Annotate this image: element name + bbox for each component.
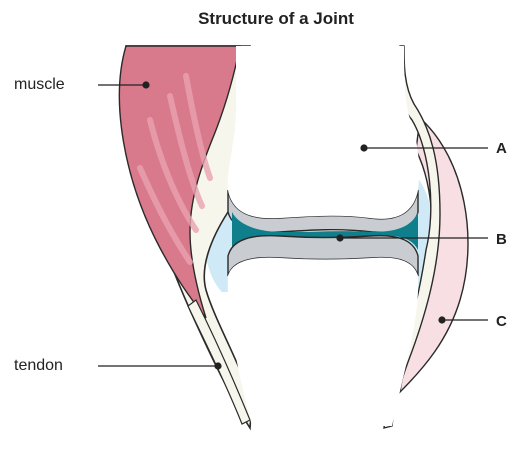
label-tendon: tendon (14, 358, 63, 374)
label-muscle: muscle (14, 77, 65, 93)
a-leader-dot (361, 145, 367, 151)
c-leader-dot (439, 317, 445, 323)
joint-space (228, 46, 419, 219)
b-leader-dot (337, 235, 343, 241)
lower-bone (228, 258, 418, 426)
label-a: A (496, 141, 507, 156)
label-c: C (496, 314, 507, 329)
muscle-leader-dot (143, 82, 149, 88)
diagram-title: Structure of a Joint (36, 9, 516, 29)
tendon-leader-dot (215, 363, 221, 369)
label-b: B (496, 232, 507, 247)
